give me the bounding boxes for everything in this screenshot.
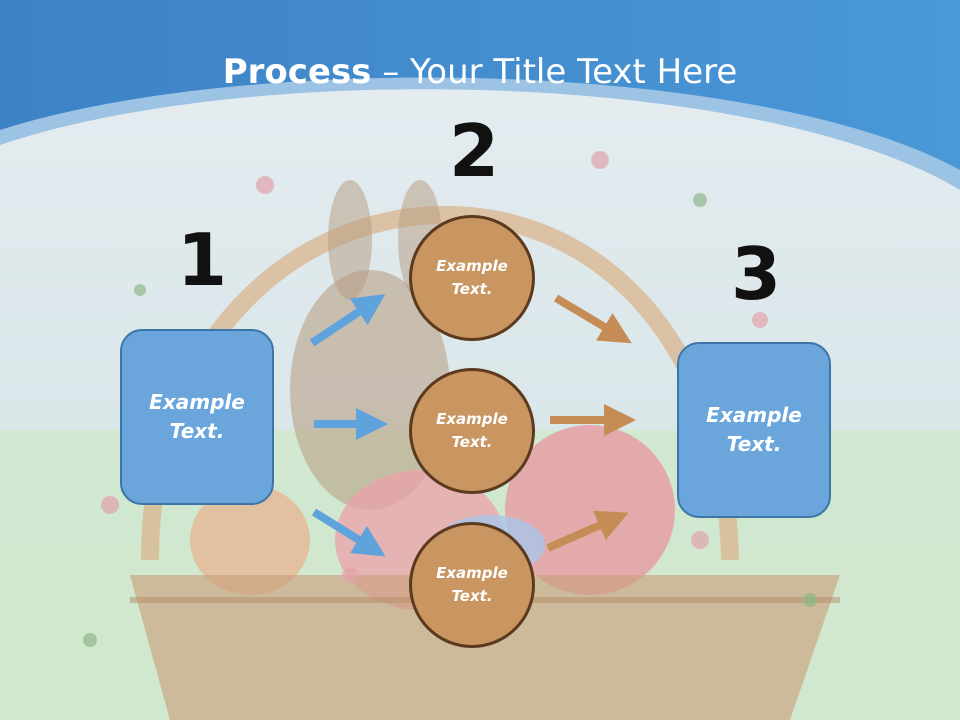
slide-title: Process – Your Title Text Here [0,52,960,92]
middle-step-circle-top[interactable]: Example Text. [409,215,535,341]
arrow-top-to-right [553,294,632,344]
arrow-bottom-to-right [546,510,629,552]
step-number-2: 2 [449,109,500,193]
left-step-box[interactable]: Example Text. [120,329,274,505]
title-rest: – Your Title Text Here [371,52,738,92]
middle-step-circle-center[interactable]: Example Text. [409,368,535,494]
middle-step-circle-bottom[interactable]: Example Text. [409,522,535,648]
middle-step-text-bottom: Example Text. [436,564,508,605]
middle-step-text-center: Example Text. [436,410,508,451]
right-step-text: Example Text. [706,403,802,456]
arrow-left-to-top [309,294,386,347]
step-number-1: 1 [177,218,228,302]
left-step-text: Example Text. [149,390,245,443]
middle-step-text-top: Example Text. [436,257,508,298]
title-bold: Process [222,52,372,92]
right-step-box[interactable]: Example Text. [677,342,831,518]
step-number-3: 3 [731,232,782,316]
arrow-left-to-bottom [311,508,386,557]
